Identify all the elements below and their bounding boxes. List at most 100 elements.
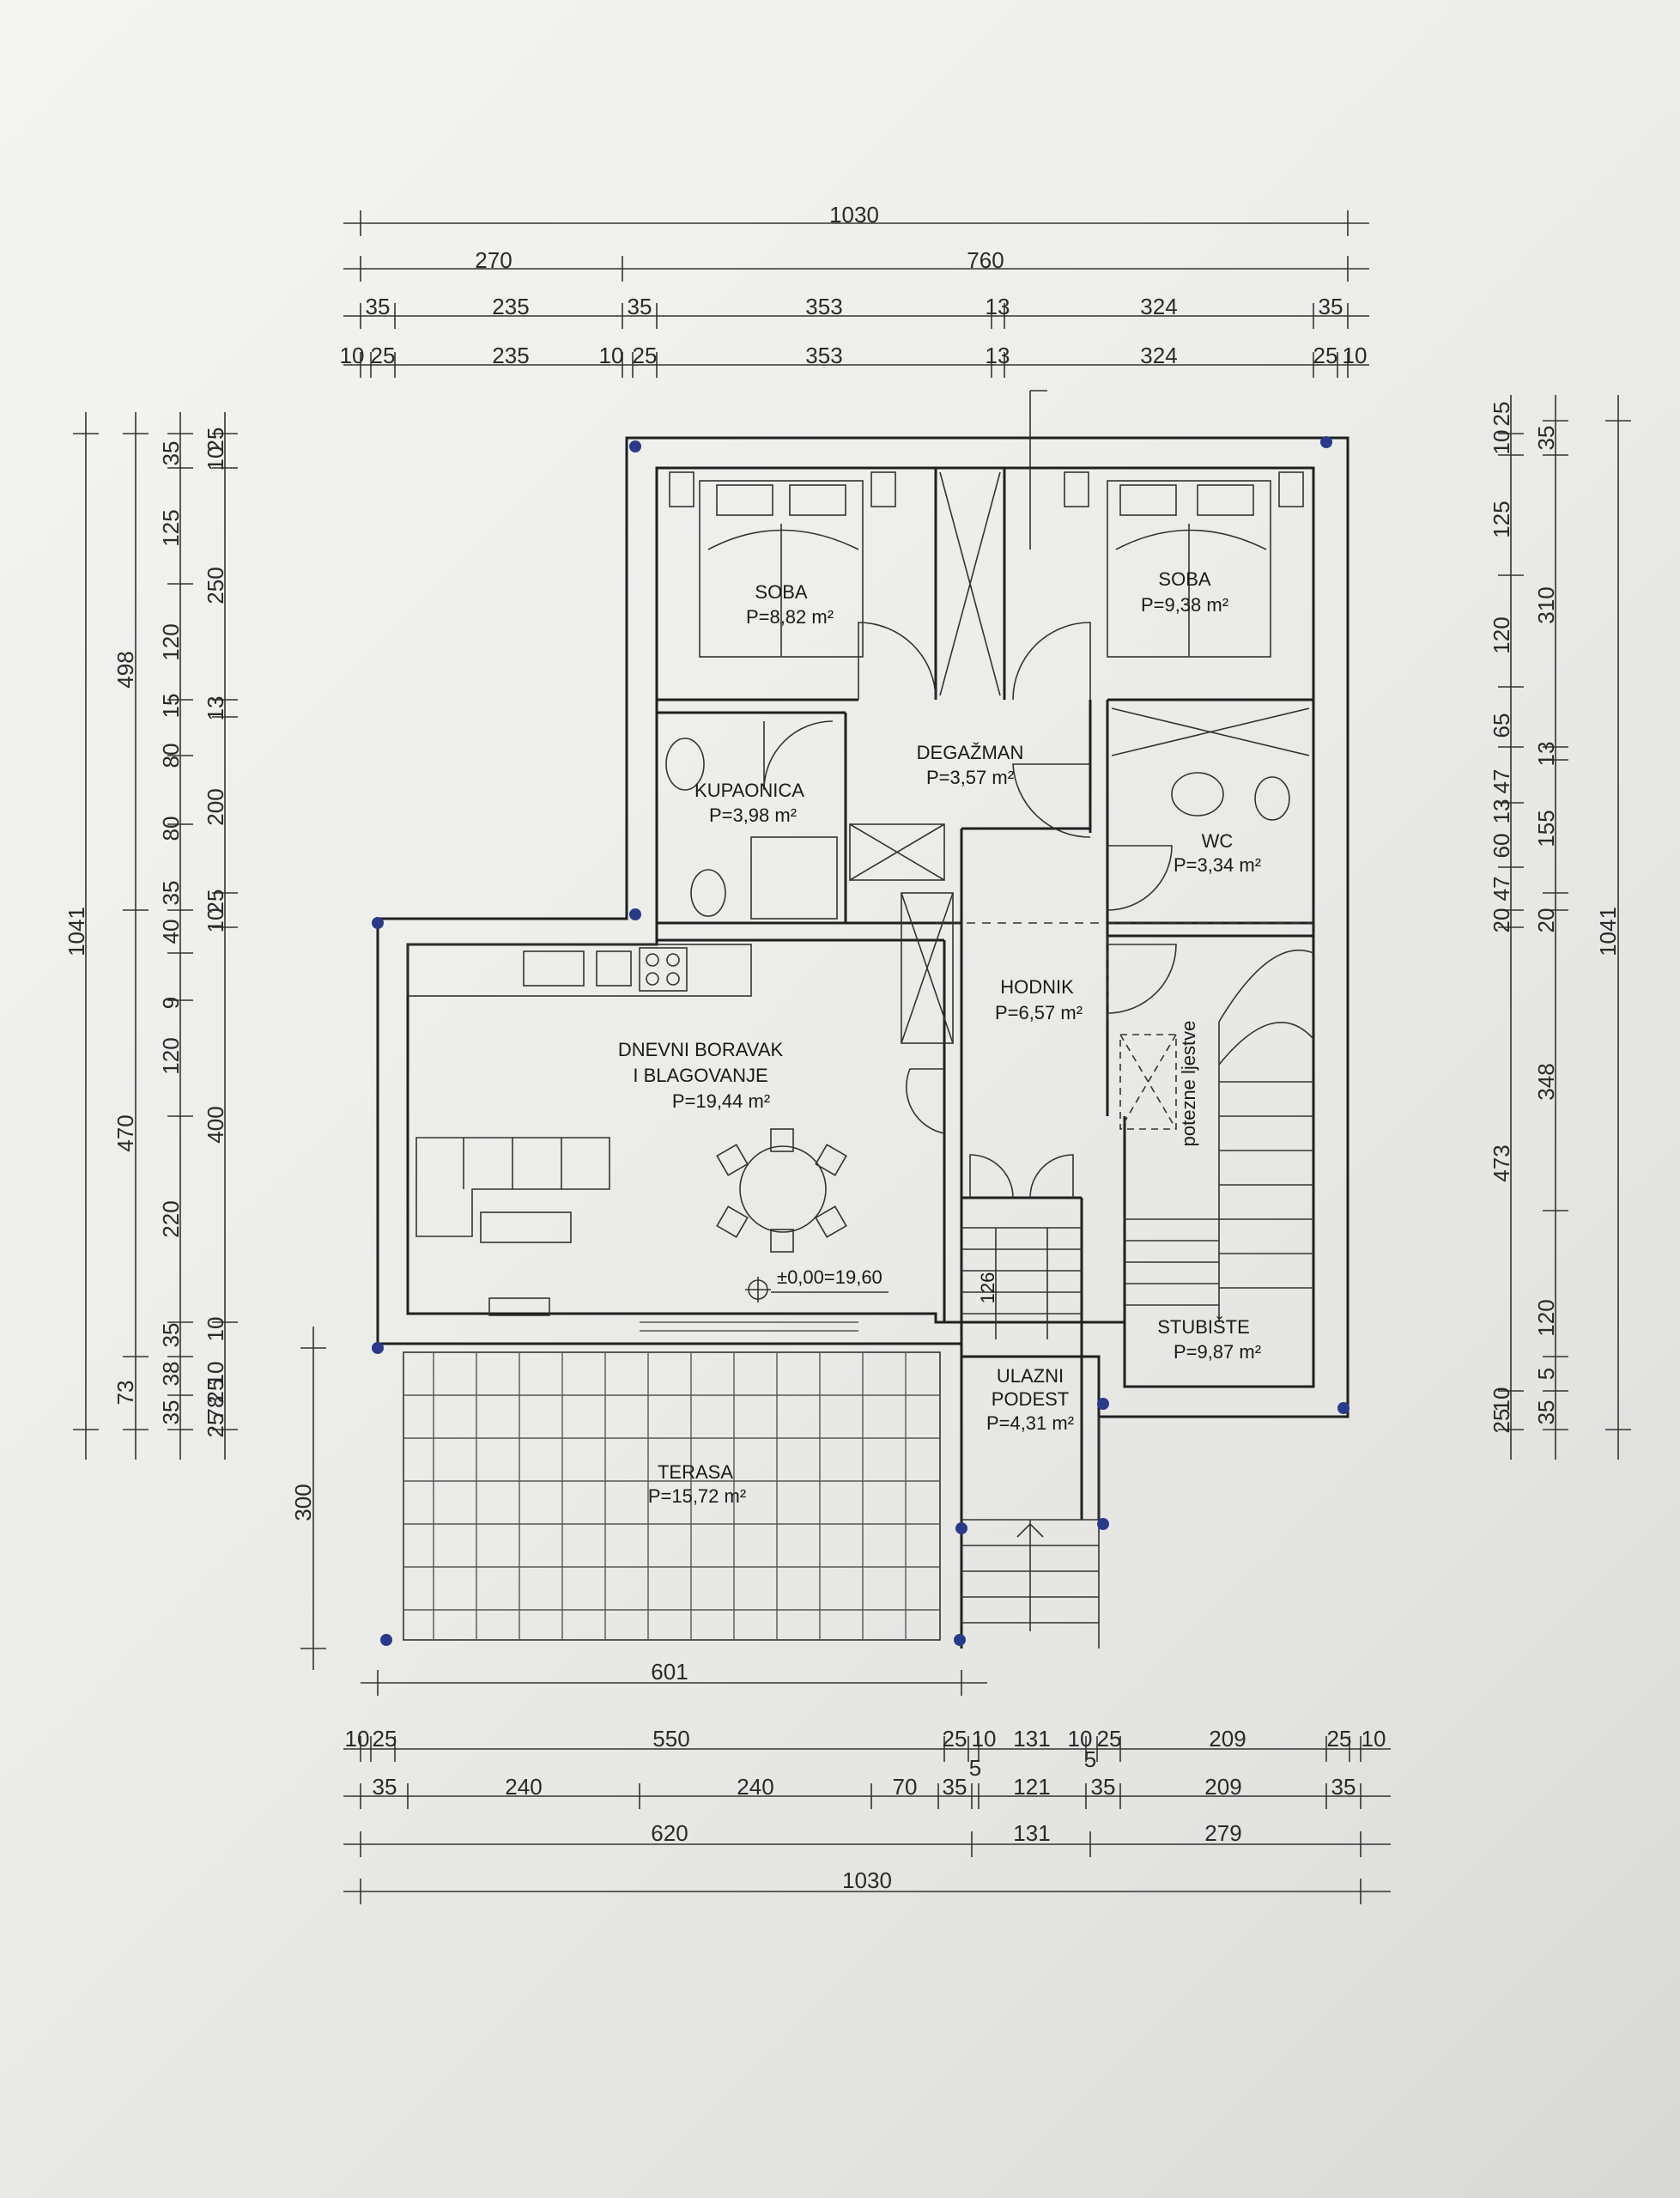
stair-dim-label: 126 bbox=[977, 1272, 998, 1304]
dim-top-total: 1030 bbox=[829, 202, 879, 228]
dim-top-r4-4: 10 bbox=[599, 343, 624, 368]
corner-marker bbox=[954, 1634, 966, 1646]
dim-left-470: 470 bbox=[112, 1114, 138, 1151]
right-dimensions: 25 10 125 120 65 47 13 60 47 20 473 10 2… bbox=[1489, 395, 1631, 1460]
dim-bottom-r1-7: 10 bbox=[1068, 1726, 1093, 1752]
dim-right-c2-4: 155 bbox=[1533, 810, 1559, 847]
room-name-ulazni-1: ULAZNI bbox=[997, 1365, 1064, 1387]
level-marker bbox=[745, 1277, 889, 1302]
dim-right-c1-7: 13 bbox=[1489, 799, 1514, 824]
dim-left-c3-10: 120 bbox=[158, 1037, 184, 1074]
dim-left-c3-12: 35 bbox=[158, 1323, 184, 1348]
room-name-dnevni-1: DNEVNI BORAVAK bbox=[618, 1039, 784, 1060]
dim-bottom-r2-6: 5 bbox=[969, 1755, 981, 1781]
room-labels: SOBA P=8,82 m² SOBA P=9,38 m² DEGAŽMAN P… bbox=[618, 568, 1261, 1507]
dim-top-270: 270 bbox=[475, 247, 512, 273]
dim-left-c3-4: 15 bbox=[158, 694, 184, 719]
corner-marker bbox=[1337, 1402, 1349, 1414]
dim-bottom-r1-2: 25 bbox=[373, 1726, 397, 1752]
dim-left-c4-8: 400 bbox=[203, 1106, 228, 1143]
room-area-soba-1: P=8,82 m² bbox=[746, 606, 834, 628]
dim-left-c4-5: 200 bbox=[203, 788, 228, 825]
dim-bottom-r1-10: 209 bbox=[1209, 1726, 1246, 1752]
dim-left-c4-12: 78 bbox=[203, 1396, 228, 1421]
room-area-stubiste: P=9,87 m² bbox=[1174, 1341, 1261, 1363]
dim-top-r4-5: 25 bbox=[633, 343, 658, 368]
dim-bottom-r2-5: 35 bbox=[943, 1774, 967, 1800]
dim-left-c4-11: 25 bbox=[203, 1379, 228, 1404]
dim-right-c1-13: 25 bbox=[1489, 1409, 1514, 1434]
dim-left-total: 1041 bbox=[64, 907, 89, 956]
corner-marker bbox=[1097, 1398, 1109, 1410]
level-label: ±0,00=19,60 bbox=[777, 1266, 882, 1288]
room-name-degazman: DEGAŽMAN bbox=[917, 742, 1024, 763]
dim-left-c3-9: 9 bbox=[158, 997, 184, 1009]
dim-bottom-r2-4: 70 bbox=[893, 1774, 918, 1800]
dim-top-r4-1: 10 bbox=[340, 343, 365, 368]
dim-left-c4-4: 13 bbox=[203, 696, 228, 721]
dim-top-r3-3: 35 bbox=[628, 294, 652, 319]
dim-left-c3-5: 80 bbox=[158, 744, 184, 768]
corner-marker bbox=[629, 908, 641, 920]
dim-right-c2-3: 13 bbox=[1533, 742, 1559, 767]
doors bbox=[763, 622, 1177, 1199]
dim-bottom-r1-5: 10 bbox=[972, 1726, 997, 1752]
room-area-soba-2: P=9,38 m² bbox=[1141, 594, 1228, 616]
room-name-soba-2: SOBA bbox=[1158, 568, 1210, 590]
dim-left-c3-7: 35 bbox=[158, 881, 184, 906]
dim-top-760: 760 bbox=[967, 247, 1004, 273]
dim-top-r4-2: 25 bbox=[371, 343, 396, 368]
dim-top-r3-5: 13 bbox=[986, 294, 1010, 319]
left-dimensions: 1041 498 470 73 35 125 120 15 80 80 35 4… bbox=[64, 412, 326, 1670]
building-walls bbox=[376, 390, 1349, 1648]
dim-top-r4-9: 25 bbox=[1313, 343, 1338, 368]
dim-bottom-r1-11: 25 bbox=[1327, 1726, 1352, 1752]
dim-left-c4-2: 10 bbox=[203, 446, 228, 471]
dim-right-c1-12: 10 bbox=[1489, 1387, 1514, 1412]
dim-left-c3-11: 220 bbox=[158, 1200, 184, 1237]
room-name-stubiste: STUBIŠTE bbox=[1157, 1316, 1250, 1338]
dim-left-c4-3: 250 bbox=[203, 567, 228, 604]
dim-left-c4-7: 10 bbox=[203, 908, 228, 933]
dim-left-c3-2: 125 bbox=[158, 509, 184, 546]
room-area-dnevni: P=19,44 m² bbox=[672, 1090, 770, 1112]
room-area-kupaonica: P=3,98 m² bbox=[709, 805, 797, 826]
corner-marker bbox=[372, 1342, 384, 1354]
corner-marker bbox=[1097, 1518, 1109, 1530]
dim-bottom-r2-7: 121 bbox=[1013, 1774, 1050, 1800]
corner-marker bbox=[380, 1634, 392, 1646]
dim-bottom-r1-3: 550 bbox=[652, 1726, 689, 1752]
corner-marker bbox=[955, 1522, 967, 1534]
dim-left-c4-10: 10 bbox=[203, 1362, 228, 1387]
dim-bottom-r1-8: 25 bbox=[1097, 1726, 1122, 1752]
top-dimensions: 1030 270 760 35 235 35 353 13 324 35 bbox=[340, 202, 1369, 378]
dim-left-c4-9: 10 bbox=[203, 1317, 228, 1342]
corner-marker bbox=[372, 917, 384, 929]
dim-bottom-r1-4: 25 bbox=[943, 1726, 967, 1752]
dim-right-c2-2: 310 bbox=[1533, 586, 1559, 623]
terrace-grid bbox=[403, 1321, 941, 1641]
dim-top-r3-4: 353 bbox=[805, 294, 842, 319]
dim-bottom-r2-10: 35 bbox=[1331, 1774, 1356, 1800]
dim-right-c1-5: 65 bbox=[1489, 713, 1514, 738]
room-name-ulazni-2: PODEST bbox=[992, 1388, 1069, 1410]
dim-top-r4-10: 10 bbox=[1343, 343, 1368, 368]
dim-right-c1-6: 47 bbox=[1489, 769, 1514, 794]
ladder-label: potezne ljestve bbox=[1178, 1021, 1199, 1147]
dim-left-73: 73 bbox=[112, 1381, 138, 1406]
room-area-terasa: P=15,72 m² bbox=[648, 1485, 746, 1507]
dim-bottom-r1-1: 10 bbox=[345, 1726, 370, 1752]
dim-top-r4-7: 13 bbox=[986, 343, 1010, 368]
dim-bottom-r1-12: 10 bbox=[1362, 1726, 1386, 1752]
dim-bottom-r2-2: 240 bbox=[505, 1774, 542, 1800]
dim-right-c1-8: 60 bbox=[1489, 834, 1514, 859]
dim-right-c2-6: 348 bbox=[1533, 1063, 1559, 1100]
dim-bottom-r1-6: 131 bbox=[1013, 1726, 1050, 1752]
furniture bbox=[415, 471, 1314, 1648]
dim-top-r4-6: 353 bbox=[805, 343, 842, 368]
corner-marker bbox=[1320, 436, 1332, 448]
dim-left-c4-1: 25 bbox=[203, 428, 228, 452]
room-area-wc: P=3,34 m² bbox=[1174, 854, 1261, 876]
dim-left-300: 300 bbox=[290, 1484, 316, 1521]
dim-right-c2-1: 35 bbox=[1533, 426, 1559, 451]
